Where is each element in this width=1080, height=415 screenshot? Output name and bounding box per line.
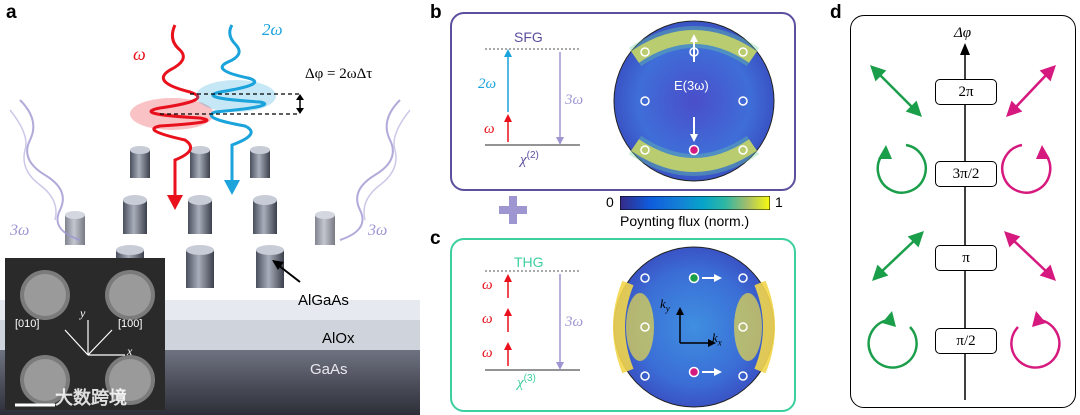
two-omega-blue-label: 2ω — [262, 20, 283, 39]
thg-input-omega-1: ω — [482, 277, 493, 293]
magenta-linear-arrow-1 — [1006, 65, 1056, 117]
plus-sign — [499, 196, 527, 224]
phase-box-2pi: 2π — [935, 79, 997, 105]
sfg-chi-label: χ(2) — [520, 150, 539, 169]
alox-label: AlOx — [322, 330, 355, 347]
sfg-field-map — [613, 20, 775, 182]
panel-a-letter: a — [6, 2, 17, 23]
inset-y-axis: y — [80, 306, 86, 320]
watermark: 大数跨境 — [55, 388, 127, 408]
thg-title: THG — [514, 254, 544, 270]
thg-input-omega-3: ω — [482, 345, 493, 361]
thg-field-map — [613, 246, 775, 408]
phase-box-pi-2: π/2 — [935, 328, 997, 354]
inset-direction-100: [100] — [118, 318, 143, 330]
phase-box-3pi-2: 3π/2 — [935, 161, 997, 187]
chi-symbol: χ — [520, 152, 527, 168]
phase-box-pi: π — [935, 245, 997, 271]
phase-axis-label: Δφ — [954, 25, 972, 41]
omega-pulse-red — [130, 24, 214, 210]
third-harmonic-label-right: 3ω — [368, 222, 388, 239]
panel-d-letter: d — [830, 2, 842, 23]
sem-inset — [5, 258, 165, 410]
chi-order: (3) — [523, 373, 536, 384]
third-harmonic-label-left: 3ω — [10, 222, 30, 239]
panel-a-illustration — [0, 24, 420, 415]
ky-label: ky — [660, 296, 670, 314]
omega-red-label: ω — [133, 44, 146, 64]
green-circular-arrow-1 — [876, 143, 927, 194]
field-e-label: E(3ω) — [674, 78, 709, 93]
gaas-label: GaAs — [310, 361, 348, 378]
magenta-circular-arrow-2 — [1010, 318, 1061, 369]
third-harmonic-wave-right — [339, 99, 401, 241]
green-linear-arrow-2 — [872, 231, 924, 281]
colorbar — [620, 196, 770, 210]
thg-energy-diagram — [485, 270, 580, 371]
magenta-circular-arrow-1 — [1001, 143, 1052, 194]
green-circular-arrow-2 — [867, 318, 918, 369]
thg-input-omega-2: ω — [482, 311, 493, 327]
chi-symbol: χ — [517, 375, 524, 391]
inset-direction-010: [010] — [15, 318, 40, 330]
thg-output-3omega: 3ω — [565, 314, 584, 330]
panel-b-letter: b — [430, 2, 442, 23]
thg-chi-label: χ(3) — [517, 373, 536, 392]
sfg-title: SFG — [514, 29, 543, 45]
two-omega-pulse-blue — [196, 24, 276, 195]
inset-x-axis: x — [127, 344, 133, 358]
algaas-label: AlGaAs — [298, 292, 349, 309]
colorbar-max: 1 — [775, 194, 783, 210]
panel-c-letter: c — [430, 228, 441, 249]
colorbar-label: Poynting flux (norm.) — [620, 213, 750, 229]
magenta-linear-arrow-2 — [1004, 231, 1056, 281]
third-harmonic-wave-left — [19, 99, 81, 241]
sfg-input-omega: ω — [484, 121, 495, 137]
sfg-input-2omega: 2ω — [478, 76, 497, 92]
sfg-energy-diagram — [485, 48, 580, 146]
colorbar-min: 0 — [606, 194, 614, 210]
phase-delay-equation: Δφ = 2ωΔτ — [305, 66, 373, 82]
sfg-output-3omega: 3ω — [565, 92, 584, 108]
green-linear-arrow-1 — [870, 65, 922, 117]
kx-label: kx — [712, 330, 722, 348]
chi-order: (2) — [526, 150, 539, 161]
